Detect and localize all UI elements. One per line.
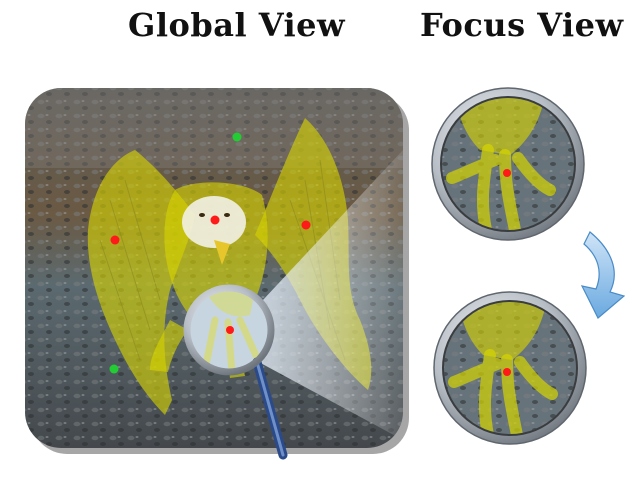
positive-point-left-wing <box>110 235 120 245</box>
negative-point-top <box>232 132 242 142</box>
positive-point-head <box>210 215 220 225</box>
focus-top-positive-point <box>503 169 511 177</box>
focus-beam <box>255 150 403 440</box>
positive-point-foot <box>226 326 234 334</box>
magnifier-icon <box>183 284 288 460</box>
refine-arrow-icon <box>580 231 626 319</box>
focus-bottom-positive-point <box>503 368 511 376</box>
global-view-title: Global View <box>128 6 346 44</box>
negative-point-bottom <box>109 364 119 374</box>
global-view-panel <box>25 88 409 454</box>
positive-point-right-wing <box>301 220 311 230</box>
focus-view-title: Focus View <box>420 6 624 44</box>
focus-lens-bottom <box>433 291 587 445</box>
focus-lens-top <box>431 87 585 241</box>
